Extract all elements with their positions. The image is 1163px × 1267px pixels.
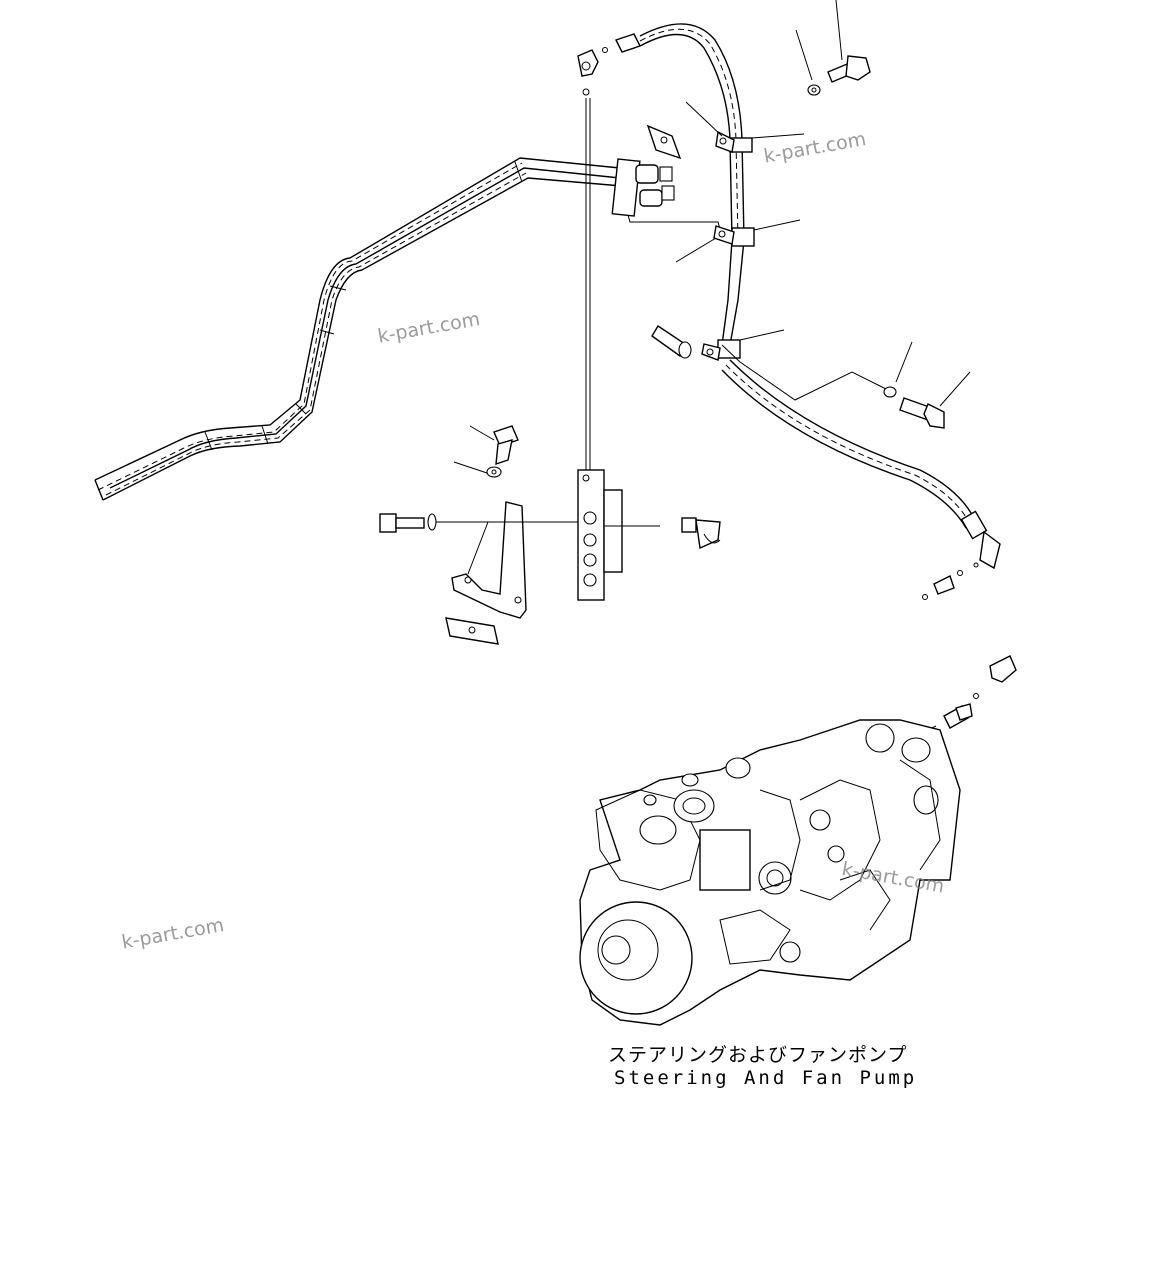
hose-clamp-3 [701, 339, 741, 361]
hose-lower [721, 344, 1001, 570]
hose-clamp-2 [713, 225, 755, 247]
bolt-mid-left [486, 425, 519, 478]
bolt-mid-right [883, 386, 945, 429]
fitting-manifold-right [681, 517, 721, 550]
spacer-block-lower [445, 617, 499, 645]
mounting-bracket [451, 501, 527, 619]
hose-upper [639, 23, 745, 346]
piping-run-left [94, 157, 623, 501]
caption-english: Steering And Fan Pump [614, 1067, 918, 1089]
spacer-block-upper [646, 124, 682, 160]
caption-japanese: ステアリングおよびファンポンプ [608, 1044, 908, 1066]
manifold-block [577, 469, 660, 601]
bolt-horizontal [379, 513, 584, 533]
leader-lines [453, 0, 971, 761]
junction-block [611, 158, 723, 237]
hose-clamp-1 [715, 130, 753, 153]
fitting-lower-right [922, 562, 979, 600]
pump-fittings [943, 655, 1017, 729]
bolt-top-right [807, 55, 871, 96]
steering-and-fan-pump [579, 719, 961, 1026]
vertical-rod [585, 98, 591, 470]
elbow-fitting-top [577, 33, 641, 96]
spacer-cylinder [651, 325, 692, 359]
